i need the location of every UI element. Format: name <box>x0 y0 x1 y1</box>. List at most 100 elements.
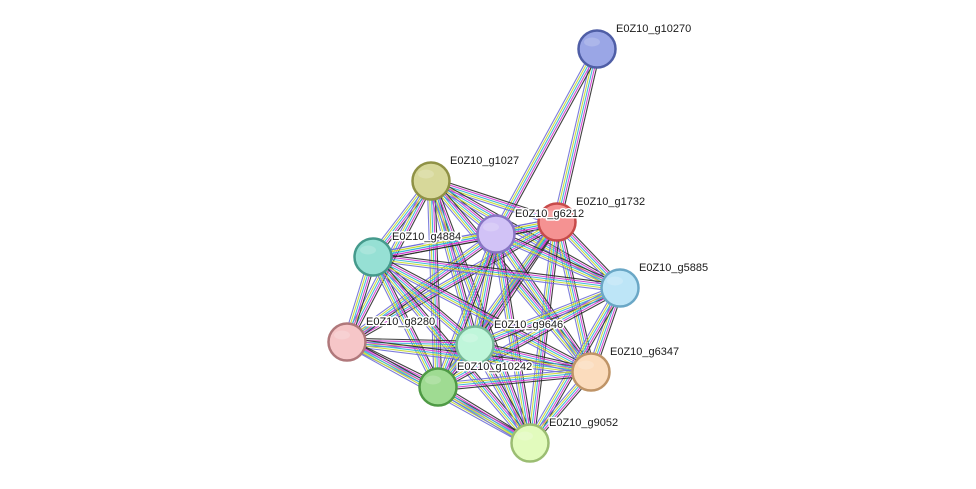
edge-evidence-line <box>429 184 556 227</box>
edge-evidence-line <box>499 233 535 443</box>
node-circle[interactable] <box>571 352 611 392</box>
edge-evidence-line <box>533 222 562 444</box>
node-label: E0Z10_g9052 <box>549 417 618 429</box>
node-circle[interactable] <box>600 268 640 308</box>
edge-evidence-line <box>495 233 592 373</box>
node-circle[interactable] <box>418 367 458 407</box>
node-circle[interactable] <box>353 237 393 277</box>
node-highlight <box>360 245 376 255</box>
edge-evidence-line <box>430 180 558 223</box>
node-highlight <box>483 222 499 232</box>
edge-evidence-line <box>347 235 498 344</box>
edge-evidence-line <box>554 48 596 222</box>
edge-evidence-line <box>437 287 621 388</box>
node-circle[interactable] <box>327 322 367 362</box>
node-label: E0Z10_g1732 <box>576 196 645 208</box>
edge-evidence-line <box>372 256 621 289</box>
edge-evidence-line <box>495 235 620 291</box>
node-label-halo: E0Z10_g1732 <box>576 196 645 208</box>
node-circle[interactable] <box>537 202 577 242</box>
edge-evidence-line <box>373 255 477 344</box>
edge-evidence-line <box>372 256 592 373</box>
edge-evidence-line <box>474 287 621 346</box>
edge-evidence-line <box>495 233 621 289</box>
edge-evidence-line <box>373 235 497 260</box>
edge-evidence-line <box>474 344 592 373</box>
edge-evidence-line <box>372 231 496 256</box>
edge-evidence-line <box>560 49 602 223</box>
edge-evidence-line <box>434 179 535 442</box>
edge-evidence-line <box>372 229 496 254</box>
node-label: E0Z10_g4884 <box>392 231 461 243</box>
edge-g5885-g9646[interactable] <box>473 283 622 350</box>
edge-evidence-line <box>492 235 589 375</box>
edge-evidence-line <box>344 218 556 340</box>
edge-evidence-line <box>493 47 596 234</box>
node-label: E0Z10_g8280 <box>366 316 435 328</box>
edge-g6347-g10242[interactable] <box>437 367 592 392</box>
edge-evidence-line <box>432 180 441 387</box>
edge-evidence-line <box>497 233 533 443</box>
edge-evidence-line <box>372 260 620 293</box>
edge-evidence-line <box>472 220 556 345</box>
edge-g4884-g10242[interactable] <box>369 255 442 389</box>
node-circle[interactable] <box>510 423 550 463</box>
node-circle[interactable] <box>411 161 451 201</box>
edge-evidence-line <box>552 222 588 373</box>
edge-g1732-g9646[interactable] <box>471 219 561 348</box>
nodes-layer: E0Z10_g10270E0Z10_g10270E0Z10_g1027E0Z10… <box>327 22 710 463</box>
edge-evidence-line <box>491 234 527 444</box>
edge-evidence-line <box>373 237 497 262</box>
node-highlight <box>584 37 600 47</box>
edge-g5885-g10242[interactable] <box>435 284 623 391</box>
edge-g6212-g5885[interactable] <box>494 230 622 292</box>
node-label: E0Z10_g6212 <box>515 208 584 220</box>
edge-evidence-line <box>431 178 558 221</box>
edge-evidence-line <box>471 219 555 344</box>
edge-evidence-line <box>493 234 590 374</box>
edge-evidence-line <box>437 371 592 388</box>
node-highlight <box>334 330 350 340</box>
node-circle[interactable] <box>455 325 495 365</box>
edge-evidence-line <box>475 342 592 371</box>
edge-evidence-line <box>475 289 621 348</box>
node-label: E0Z10_g5885 <box>639 262 708 274</box>
node-circle[interactable] <box>577 29 617 69</box>
edge-evidence-line <box>558 221 594 372</box>
edge-evidence-line <box>370 259 590 376</box>
node-label-halo: E0Z10_g9646 <box>494 319 563 331</box>
edge-g1027-g1732[interactable] <box>429 176 559 227</box>
node-label: E0Z10_g9646 <box>494 319 563 331</box>
edge-evidence-line <box>371 258 591 375</box>
edge-evidence-line <box>438 289 622 390</box>
edge-evidence-line <box>374 253 594 370</box>
edge-g6212-g4884[interactable] <box>372 229 497 262</box>
node-highlight <box>462 333 478 343</box>
edge-g6212-g6347[interactable] <box>492 231 595 375</box>
node-label-halo: E0Z10_g10242 <box>457 361 532 373</box>
edge-evidence-line <box>441 235 501 389</box>
edge-g4884-g6347[interactable] <box>370 253 594 376</box>
node-circle[interactable] <box>476 214 516 254</box>
edge-evidence-line <box>497 232 594 372</box>
edge-g4884-g5885[interactable] <box>372 252 621 293</box>
edge-evidence-line <box>347 337 476 342</box>
edge-evidence-line <box>439 290 623 391</box>
edge-evidence-line <box>348 236 499 346</box>
edge-evidence-line <box>496 231 621 287</box>
node-highlight <box>425 375 441 385</box>
edge-evidence-line <box>372 256 531 444</box>
edge-g9646-g6347[interactable] <box>474 340 592 377</box>
